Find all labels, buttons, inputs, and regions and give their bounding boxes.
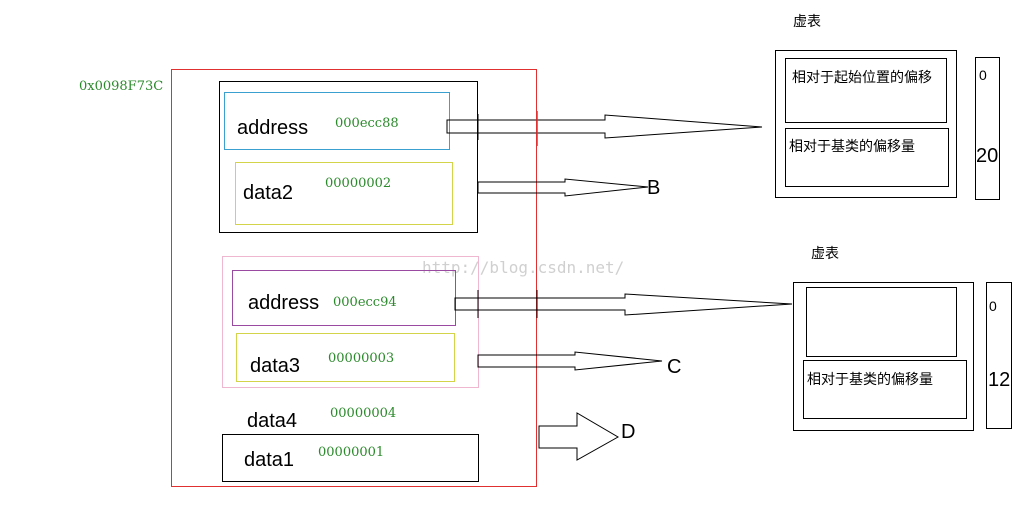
sub-object-c [222,256,479,388]
data2-value: 00000002 [325,176,392,191]
vtable-2-offset-start: 0 [989,298,997,314]
data4-label: data4 [247,410,298,432]
vtable-1-title: 虚表 [793,14,821,30]
vtable-2-entry-1 [806,287,957,357]
arrow-address-b [446,114,763,139]
target-b: B [647,177,661,199]
address-value-c: 000ecc94 [333,295,397,310]
watermark: http://blog.csdn.net/ [422,258,625,277]
vtable-1-entry-2 [785,128,949,187]
target-d: D [621,421,636,443]
data1-label: data1 [244,449,295,471]
arrow-data3-c [477,351,663,371]
address-label-c: address [248,292,320,314]
object-address-label: 0x0098F73C [79,79,164,94]
vtable-2-entry-2 [803,360,967,419]
vtable-1-offset-start: 0 [979,67,987,83]
arrow-address-c [454,293,793,316]
arrow-data2-b [477,178,649,197]
address-field-b [224,92,450,150]
sub-object-b [219,81,478,233]
vtable-1-offsets [975,57,1000,200]
data3-field [236,333,455,382]
vtable-1-entry-1-text: 相对于起始位置的偏移 [792,70,932,86]
vtable-1-entry-1 [785,58,947,123]
data1-value: 00000001 [318,445,385,460]
address-value-b: 000ecc88 [335,116,399,131]
vtable-2-offset-base: 12 [988,369,1011,391]
target-c: C [667,356,682,378]
data3-value: 00000003 [328,351,395,366]
vtable-1-offset-base: 20 [976,145,999,167]
vtable-2-offsets [986,282,1012,429]
data3-label: data3 [250,355,301,377]
vtable-1-entry-2-text: 相对于基类的偏移量 [789,139,915,155]
address-label-b: address [237,117,309,139]
vtable-2-title: 虚表 [811,246,839,262]
vtable-1 [775,50,957,198]
vtable-2 [793,282,974,431]
vtable-2-entry-2-text: 相对于基类的偏移量 [807,372,933,388]
data2-field [235,162,453,225]
data4-value: 00000004 [330,406,397,421]
data1-field [222,434,479,482]
arrow-to-d [538,412,620,461]
data2-label: data2 [243,182,294,204]
object-frame [171,69,537,487]
